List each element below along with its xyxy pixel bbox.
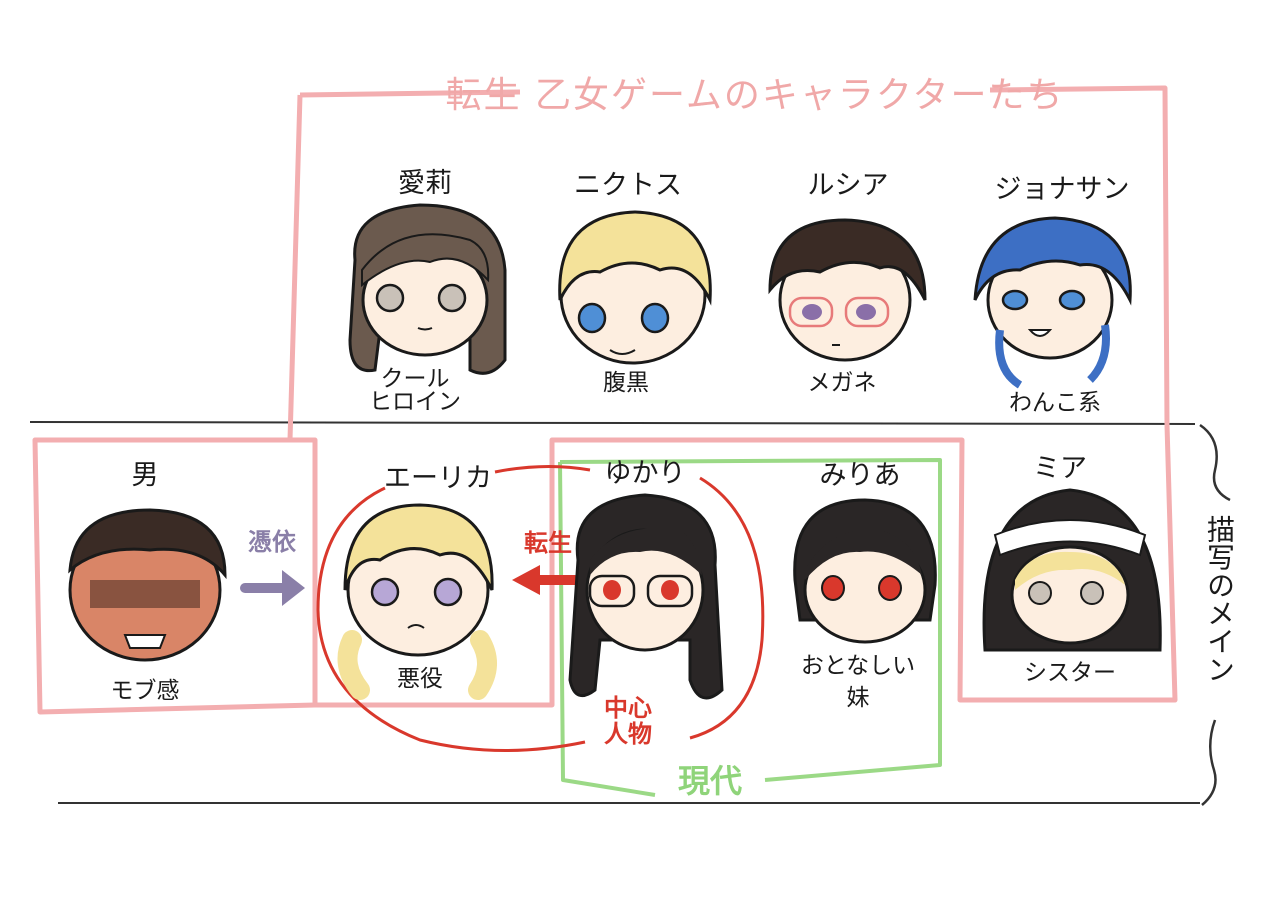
- face-nyktos: [558, 210, 712, 365]
- char-tag-miria: おとなしい 妹: [800, 653, 916, 712]
- char-name-yukari: ゆかり: [604, 458, 686, 489]
- face-erika: [337, 503, 497, 700]
- face-yukari: [568, 493, 724, 700]
- right-brace: [1199, 423, 1231, 806]
- game-characters-box: [287, 85, 1178, 708]
- char-tag-mia: シスター: [1024, 660, 1116, 686]
- present-box: [558, 458, 942, 797]
- char-name-nyktos: ニクトス: [574, 170, 682, 201]
- char-tag-lucia: メガネ: [807, 370, 877, 396]
- erika-circle: [316, 486, 586, 753]
- face-miria: [793, 498, 937, 644]
- center-person-label: 中心 人物: [604, 694, 652, 749]
- char-tag-airi: クール ヒロイン: [369, 366, 461, 415]
- reincarnation-arrowhead: [512, 565, 540, 595]
- present-label: 現代: [677, 762, 743, 800]
- side-label: 描写のメイン: [1203, 515, 1236, 683]
- left-pink-box: [32, 437, 316, 715]
- face-airi: [348, 203, 507, 375]
- char-tag-man: モブ感: [110, 678, 180, 704]
- char-tag-nyktos: 腹黒: [603, 370, 649, 396]
- char-tag-jonathan: わんこ系: [1009, 390, 1101, 416]
- yukari-circle: [494, 464, 765, 740]
- char-name-man: 男: [131, 460, 159, 491]
- char-name-erika: エーリカ: [384, 463, 492, 494]
- face-lucia: [768, 218, 927, 362]
- possession-arrowhead: [282, 570, 305, 606]
- reincarnation-label: 転生: [524, 529, 572, 557]
- char-tag-erika: 悪役: [397, 666, 443, 692]
- top-divider-line: [29, 421, 1196, 425]
- char-name-mia: ミア: [1033, 453, 1087, 484]
- face-jonathan: [973, 216, 1132, 389]
- face-man: [68, 508, 227, 662]
- char-name-lucia: ルシア: [807, 170, 889, 201]
- char-name-airi: 愛莉: [398, 168, 452, 199]
- face-mia: [982, 488, 1162, 652]
- possession-label: 憑依: [248, 528, 296, 556]
- group-title: 転生 乙女ゲームのキャラクターたち: [445, 75, 1065, 116]
- char-name-miria: みりあ: [819, 460, 901, 491]
- char-name-jonathan: ジョナサン: [994, 174, 1130, 205]
